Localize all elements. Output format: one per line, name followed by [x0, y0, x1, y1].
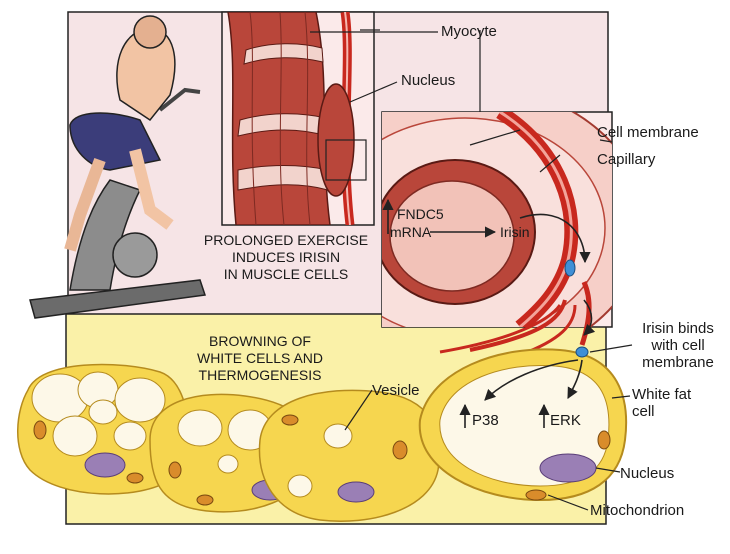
label-mitochondrion: Mitochondrion: [590, 502, 685, 519]
arrows: [382, 198, 596, 428]
label-nucleus-bottom: Nucleus: [620, 465, 675, 482]
label-white-fat-2: cell: [632, 403, 655, 420]
muscle-fiber-panel: [221, 11, 375, 226]
label-cell-membrane: Cell membrane: [597, 124, 699, 141]
label-exercise-2: INDUCES IRISIN: [231, 249, 341, 265]
label-vesicle: Vesicle: [372, 382, 420, 399]
label-mrna: mRNA: [390, 224, 432, 240]
label-irisin-binds-2: with cell: [651, 337, 705, 354]
label-fndc5: FNDC5: [397, 206, 444, 222]
label-browning-2: WHITE CELLS AND: [196, 350, 324, 366]
person-on-exercise-bike-icon: [29, 15, 206, 319]
irisin-particle-bottom: [575, 346, 589, 358]
label-erk: ERK: [550, 412, 581, 429]
vesicle: [323, 423, 353, 449]
label-exercise-1: PROLONGED EXERCISE: [203, 232, 369, 248]
label-irisin: Irisin: [500, 224, 530, 240]
label-exercise-3: IN MUSCLE CELLS: [223, 266, 349, 282]
label-capillary: Capillary: [597, 151, 656, 168]
label-irisin-binds-3: membrane: [642, 354, 714, 371]
pointer-lines: [310, 29, 633, 511]
label-browning-3: THERMOGENESIS: [198, 367, 322, 383]
label-white-fat-1: White fat: [632, 386, 692, 403]
label-myocyte: Myocyte: [441, 23, 497, 40]
label-p38: P38: [472, 412, 499, 429]
irisin-particle-top: [564, 259, 576, 277]
mitochondria: [33, 414, 611, 506]
label-nucleus-top: Nucleus: [401, 72, 456, 89]
label-irisin-binds-1: Irisin binds: [642, 320, 714, 337]
label-browning-1: BROWNING OF: [209, 333, 311, 349]
nucleus-large: [539, 453, 597, 483]
